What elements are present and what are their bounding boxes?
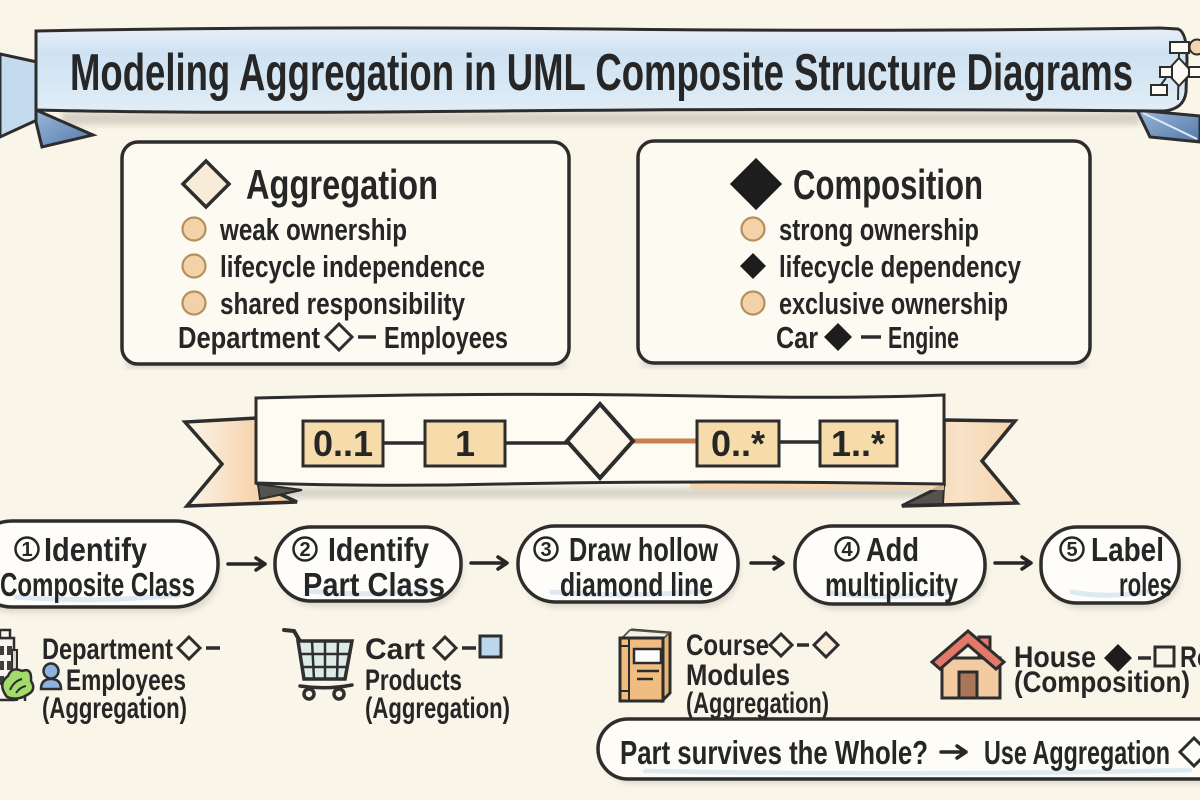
svg-text:lifecycle dependency: lifecycle dependency <box>779 249 1022 284</box>
svg-text:5: 5 <box>1066 539 1077 561</box>
svg-text:weak ownership: weak ownership <box>219 212 407 247</box>
svg-text:exclusive ownership: exclusive ownership <box>779 286 1008 321</box>
svg-text:House: House <box>1014 641 1096 674</box>
svg-text:Composite Class: Composite Class <box>0 566 195 603</box>
svg-text:Cart: Cart <box>365 633 425 666</box>
svg-text:(Aggregation): (Aggregation) <box>365 692 510 725</box>
svg-text:(Aggregation): (Aggregation) <box>42 692 187 725</box>
svg-text:roles: roles <box>1119 566 1172 603</box>
svg-text:diamond line: diamond line <box>560 566 713 603</box>
svg-text:multiplicity: multiplicity <box>825 566 958 603</box>
svg-text:Add: Add <box>866 531 919 568</box>
svg-text:(Composition): (Composition) <box>1014 666 1190 699</box>
svg-text:2: 2 <box>299 539 310 561</box>
svg-text:Draw hollow: Draw hollow <box>569 531 718 568</box>
svg-text:3: 3 <box>540 539 551 561</box>
svg-text:1: 1 <box>21 539 32 561</box>
svg-text:shared responsibility: shared responsibility <box>220 286 466 321</box>
svg-text:Modeling Aggregation in UML Co: Modeling Aggregation in UML Composite St… <box>70 44 1133 102</box>
svg-text:Composition: Composition <box>793 161 983 208</box>
svg-text:4: 4 <box>841 539 853 561</box>
svg-text:0..*: 0..* <box>711 423 765 464</box>
svg-text:strong ownership: strong ownership <box>779 212 979 247</box>
svg-text:1..*: 1..* <box>831 423 885 464</box>
svg-text:lifecycle independence: lifecycle independence <box>220 249 485 284</box>
svg-text:Identify: Identify <box>328 531 430 568</box>
svg-text:Modules: Modules <box>686 659 790 692</box>
svg-text:Part Class: Part Class <box>303 566 445 603</box>
svg-text:Use Aggregation: Use Aggregation <box>984 734 1170 771</box>
svg-text:Course: Course <box>686 629 769 662</box>
svg-text:Label: Label <box>1091 531 1164 568</box>
svg-text:Engine: Engine <box>888 320 959 355</box>
svg-text:Employees: Employees <box>66 664 186 697</box>
svg-text:Aggregation: Aggregation <box>246 161 438 208</box>
svg-text:Part survives the Whole?: Part survives the Whole? <box>620 734 928 771</box>
svg-text:Employees: Employees <box>384 320 508 355</box>
svg-text:Products: Products <box>365 664 462 697</box>
svg-text:1: 1 <box>455 423 475 464</box>
svg-text:Rooms: Rooms <box>1180 641 1200 674</box>
svg-text:(Aggregation): (Aggregation) <box>686 687 829 720</box>
svg-text:0..1: 0..1 <box>313 423 373 464</box>
svg-text:Identify: Identify <box>44 531 148 568</box>
svg-text:Department: Department <box>42 633 173 666</box>
svg-text:Department: Department <box>178 320 320 355</box>
svg-text:Car: Car <box>776 320 818 355</box>
